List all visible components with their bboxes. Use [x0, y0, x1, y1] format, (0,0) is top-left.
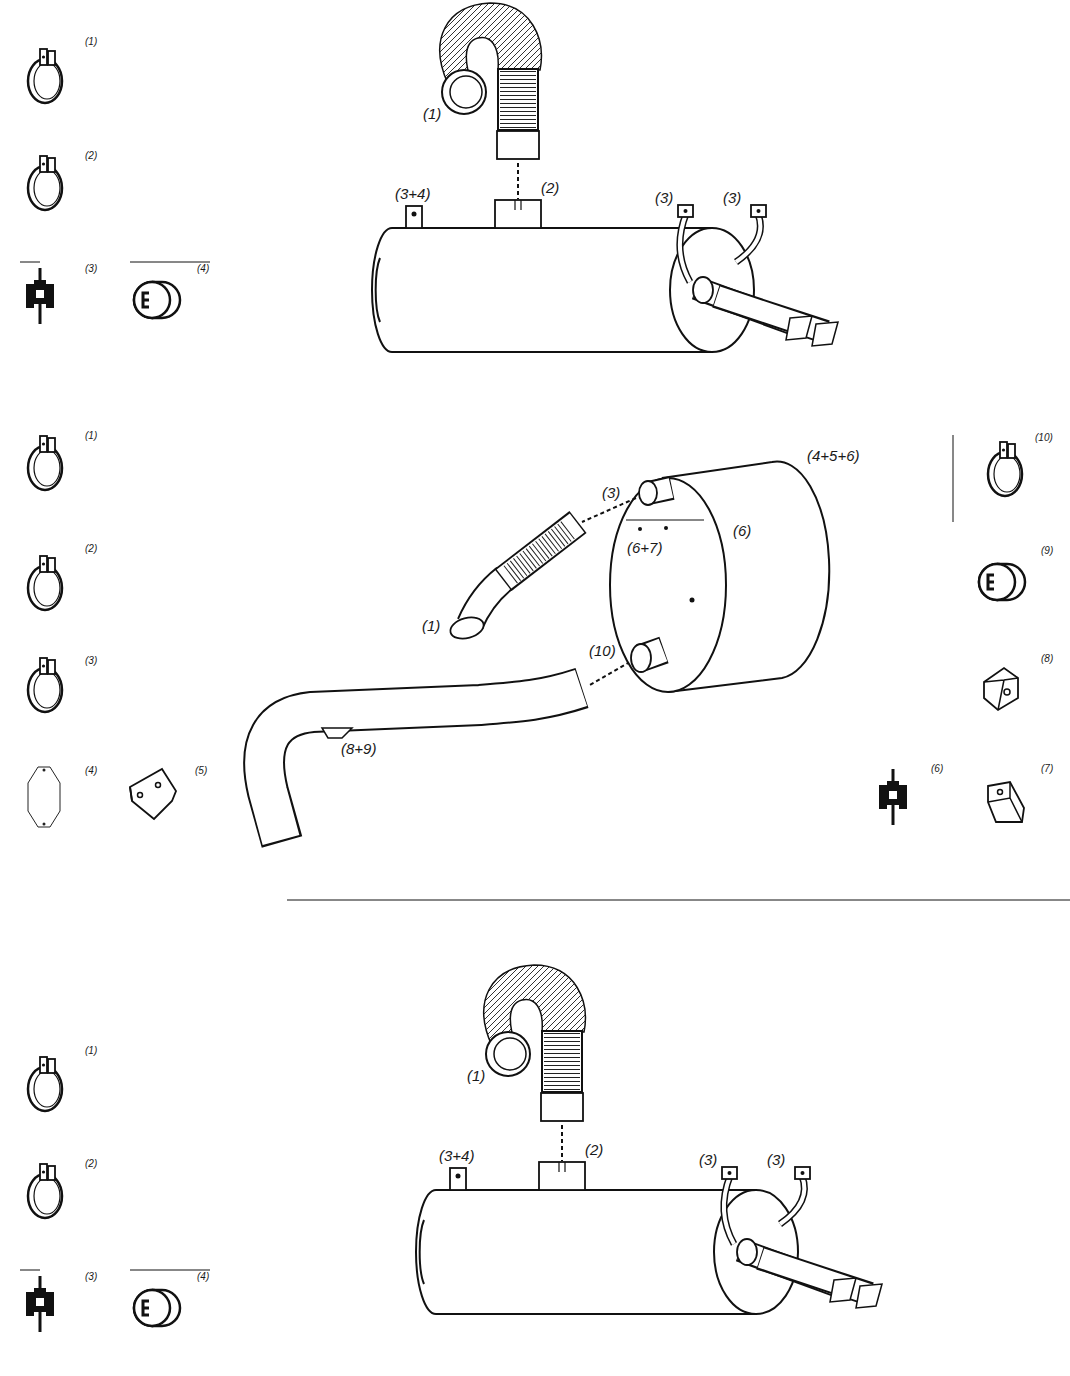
callout-number: (3) [84, 1271, 98, 1282]
parts-icons [20, 1057, 210, 1332]
separator [287, 900, 1070, 901]
callout-number: (3) [654, 190, 674, 207]
callout-number: (2) [84, 1158, 98, 1169]
callout-number: (3) [601, 485, 621, 502]
callout-number: (3+4) [394, 186, 431, 203]
parts-icons [28, 435, 1025, 827]
callout-number: (7) [1040, 763, 1054, 774]
callout-number: (10) [1034, 432, 1054, 443]
muffler-assembly [416, 965, 882, 1314]
callout-number: (4) [196, 263, 210, 274]
callout-number: (3+4) [438, 1148, 475, 1165]
callout-number: (8+9) [340, 741, 377, 758]
callout-number: (5) [194, 765, 208, 776]
callout-number: (1) [466, 1068, 486, 1085]
callout-number: (10) [588, 643, 617, 660]
callout-number: (2) [84, 150, 98, 161]
muffler-assembly [372, 3, 838, 352]
callout-number: (6) [732, 523, 752, 540]
callout-number: (2) [84, 543, 98, 554]
parts-icons [20, 49, 210, 324]
callout-number: (2) [584, 1142, 604, 1159]
callout-number: (3) [722, 190, 742, 207]
callout-number: (4+5+6) [806, 448, 861, 465]
callout-number: (3) [84, 655, 98, 666]
callout-number: (3) [84, 263, 98, 274]
callout-number: (4) [196, 1271, 210, 1282]
callout-number: (2) [540, 180, 560, 197]
callout-number: (6+7) [626, 540, 663, 557]
callout-number: (9) [1040, 545, 1054, 556]
callout-number: (8) [1040, 653, 1054, 664]
callout-number: (1) [421, 618, 441, 635]
callout-number: (3) [766, 1152, 786, 1169]
callout-number: (1) [84, 1045, 98, 1056]
muffler-assembly [264, 462, 829, 842]
callout-number: (4) [84, 765, 98, 776]
callout-number: (1) [84, 430, 98, 441]
callout-number: (3) [698, 1152, 718, 1169]
callout-number: (6) [930, 763, 944, 774]
callout-number: (1) [84, 36, 98, 47]
callout-number: (1) [422, 106, 442, 123]
